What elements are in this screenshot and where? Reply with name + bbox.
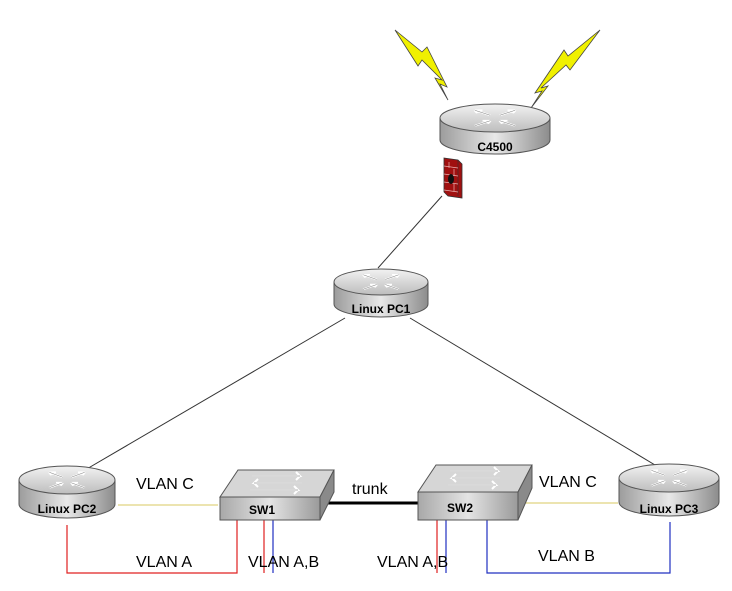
link-label-vlan-b: VLAN B xyxy=(538,548,595,565)
link-vlan-b-sw2-pc3 xyxy=(486,520,671,574)
device-label: Linux PC1 xyxy=(352,302,411,316)
switch-icon xyxy=(219,469,335,521)
link-label-vlan-c-left: VLAN C xyxy=(136,476,194,493)
router-icon xyxy=(333,268,429,318)
switch-sw1[interactable]: SW1 xyxy=(219,469,335,521)
router-icon xyxy=(618,463,720,517)
router-icon xyxy=(18,465,116,519)
device-label: Linux PC2 xyxy=(38,502,97,516)
link-label-sw2-vlan-ab: VLAN A,B xyxy=(377,554,448,571)
switch-icon xyxy=(417,464,533,521)
device-label: SW1 xyxy=(249,503,275,517)
link-vlan-a-pc2-sw1 xyxy=(66,520,238,574)
link-label-vlan-c-right: VLAN C xyxy=(539,474,597,491)
router-linux-pc2[interactable]: Linux PC2 xyxy=(18,465,116,519)
router-c4500[interactable]: C4500 xyxy=(439,103,551,155)
firewall-icon xyxy=(443,157,463,199)
link-pc1-pc2 xyxy=(84,317,346,471)
link-label-trunk: trunk xyxy=(352,481,389,498)
link-label-vlan-a: VLAN A xyxy=(136,554,192,571)
device-label: Linux PC3 xyxy=(640,502,699,516)
router-linux-pc1[interactable]: Linux PC1 xyxy=(333,268,429,318)
router-icon xyxy=(439,103,551,155)
link-firewall-pc1 xyxy=(377,195,443,269)
router-linux-pc3[interactable]: Linux PC3 xyxy=(618,463,720,517)
switch-sw2[interactable]: SW2 xyxy=(417,464,533,521)
device-label: C4500 xyxy=(477,140,513,154)
link-label-sw1-vlan-ab: VLAN A,B xyxy=(248,554,319,571)
wan-lightning-right-icon xyxy=(530,29,601,109)
device-label: SW2 xyxy=(447,501,473,515)
wan-lightning-left-icon xyxy=(394,29,449,101)
link-pc1-pc3 xyxy=(409,317,661,469)
